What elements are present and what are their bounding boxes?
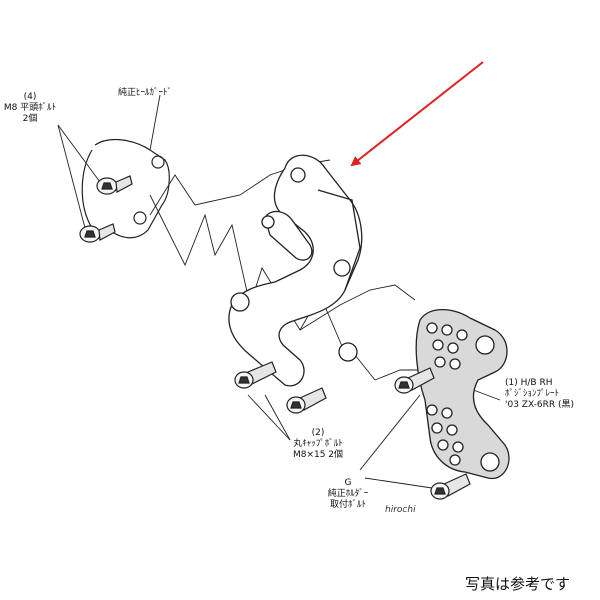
watermark: hirochi — [385, 505, 416, 515]
round-cap-bolt-right — [286, 387, 327, 414]
label-item-g-desc: 取付ﾎﾞﾙﾄ — [329, 500, 366, 510]
label-item-2-name: 丸ｷｬｯﾌﾟﾎﾞﾙﾄ — [293, 439, 343, 449]
label-item-2-number: (2) — [311, 428, 325, 438]
holder-mount-bolt-lower — [430, 473, 471, 500]
main-bracket — [228, 154, 363, 387]
position-plate — [415, 308, 510, 479]
label-item-4: (4) M8 平頭ﾎﾞﾙﾄ 2個 — [0, 92, 60, 125]
label-item-g-letter: G — [344, 478, 352, 488]
round-cap-bolt-left — [234, 361, 277, 389]
reference-photo-note: 写真は参考です — [465, 575, 571, 593]
label-item-4-name: M8 平頭ﾎﾞﾙﾄ — [3, 103, 57, 113]
holder-mount-bolt-upper — [394, 367, 435, 394]
label-heel-guard: 純正ﾋｰﾙｶﾞｰﾄﾞ — [118, 88, 173, 98]
flat-head-bolt-upper — [96, 175, 133, 195]
label-item-2-qty: M8×15 2個 — [292, 450, 344, 460]
label-item-g: G 純正ﾎﾙﾀﾞｰ 取付ﾎﾞﾙﾄ — [318, 478, 378, 511]
flat-head-bolt-lower — [79, 223, 116, 243]
label-item-g-name: 純正ﾎﾙﾀﾞｰ — [327, 489, 369, 499]
label-item-1: (1) H/B RH ﾎﾟｼﾞｼｮﾝﾌﾟﾚｰﾄ '03 ZX-6RR (黒) — [505, 378, 574, 411]
label-item-1-model: '03 ZX-6RR (黒) — [505, 400, 575, 410]
label-item-4-qty: 2個 — [22, 114, 38, 124]
leader-lines — [57, 94, 501, 489]
label-item-1-name: ﾎﾟｼﾞｼｮﾝﾌﾟﾚｰﾄ — [505, 389, 560, 399]
label-item-4-number: (4) — [23, 92, 37, 102]
pointer-arrow — [350, 61, 484, 167]
label-item-2: (2) 丸ｷｬｯﾌﾟﾎﾞﾙﾄ M8×15 2個 — [278, 428, 358, 461]
label-item-1-number: (1) H/B RH — [505, 378, 553, 388]
stock-heel-guard — [81, 138, 170, 239]
